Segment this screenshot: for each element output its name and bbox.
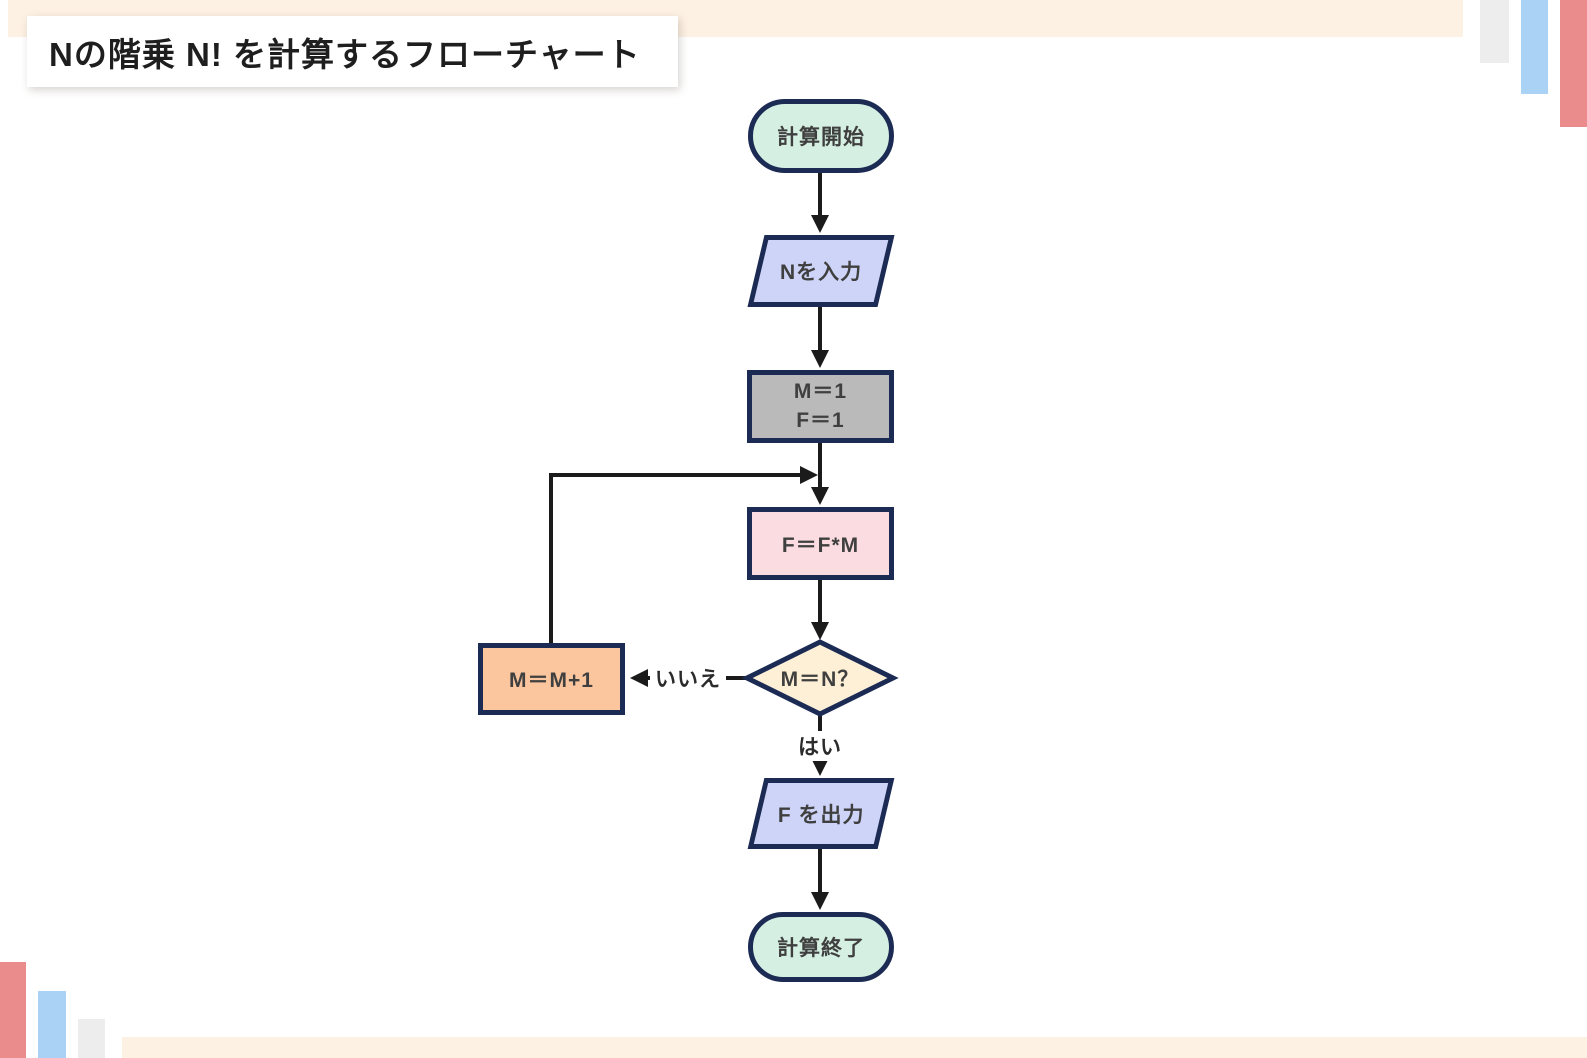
increment-label: M＝M+1 [509, 669, 594, 692]
arrowhead-increment-loop [800, 466, 818, 484]
arrowhead-multiply-decision [811, 622, 829, 640]
multiply-process-box: F＝F*M [747, 507, 894, 580]
bottom-accent-bar [122, 1037, 1587, 1058]
arrowhead-init-multiply [811, 487, 829, 505]
page-title: Nの階乗 N! を計算するフローチャート [49, 35, 641, 73]
bottom-left-blue-bar [38, 991, 66, 1058]
output-parallelogram: F を出力 [747, 778, 895, 849]
top-right-gray-bar [1480, 0, 1509, 63]
decision-label: M＝N？ [780, 668, 860, 691]
input-parallelogram-label: Nを入力 [779, 261, 863, 284]
arrowhead-decision-increment [630, 669, 648, 687]
init-process-box: M＝1 F＝1 [747, 370, 894, 443]
arrowhead-output-end [811, 892, 829, 910]
arrowhead-start-input [811, 215, 829, 233]
title-box: Nの階乗 N! を計算するフローチャート [27, 16, 678, 87]
top-right-blue-bar [1521, 0, 1548, 94]
end-terminal: 計算終了 [748, 912, 894, 982]
input-parallelogram: Nを入力 [747, 235, 895, 307]
decision-node: M＝N？ [747, 642, 893, 714]
end-terminal-label: 計算終了 [777, 937, 865, 960]
arrowhead-input-init [811, 350, 829, 368]
multiply-label: F＝F*M [781, 533, 860, 557]
decision-diamond [741, 639, 899, 717]
init-line1: M＝1 [793, 380, 848, 404]
increment-process-box: M＝M+1 [478, 643, 625, 715]
start-terminal-label: 計算開始 [777, 126, 865, 149]
arrowhead-decision-output [811, 758, 829, 776]
connector-increment-loop [549, 473, 800, 643]
bottom-left-gray-bar [78, 1019, 105, 1058]
bottom-left-red-bar [0, 962, 26, 1058]
output-parallelogram-label: F を出力 [777, 803, 865, 827]
no-edge-label: いいえ [650, 663, 726, 693]
top-right-red-bar [1560, 0, 1587, 127]
yes-edge-label: はい [793, 731, 847, 761]
init-line2: F＝1 [796, 408, 845, 432]
start-terminal: 計算開始 [748, 99, 894, 173]
